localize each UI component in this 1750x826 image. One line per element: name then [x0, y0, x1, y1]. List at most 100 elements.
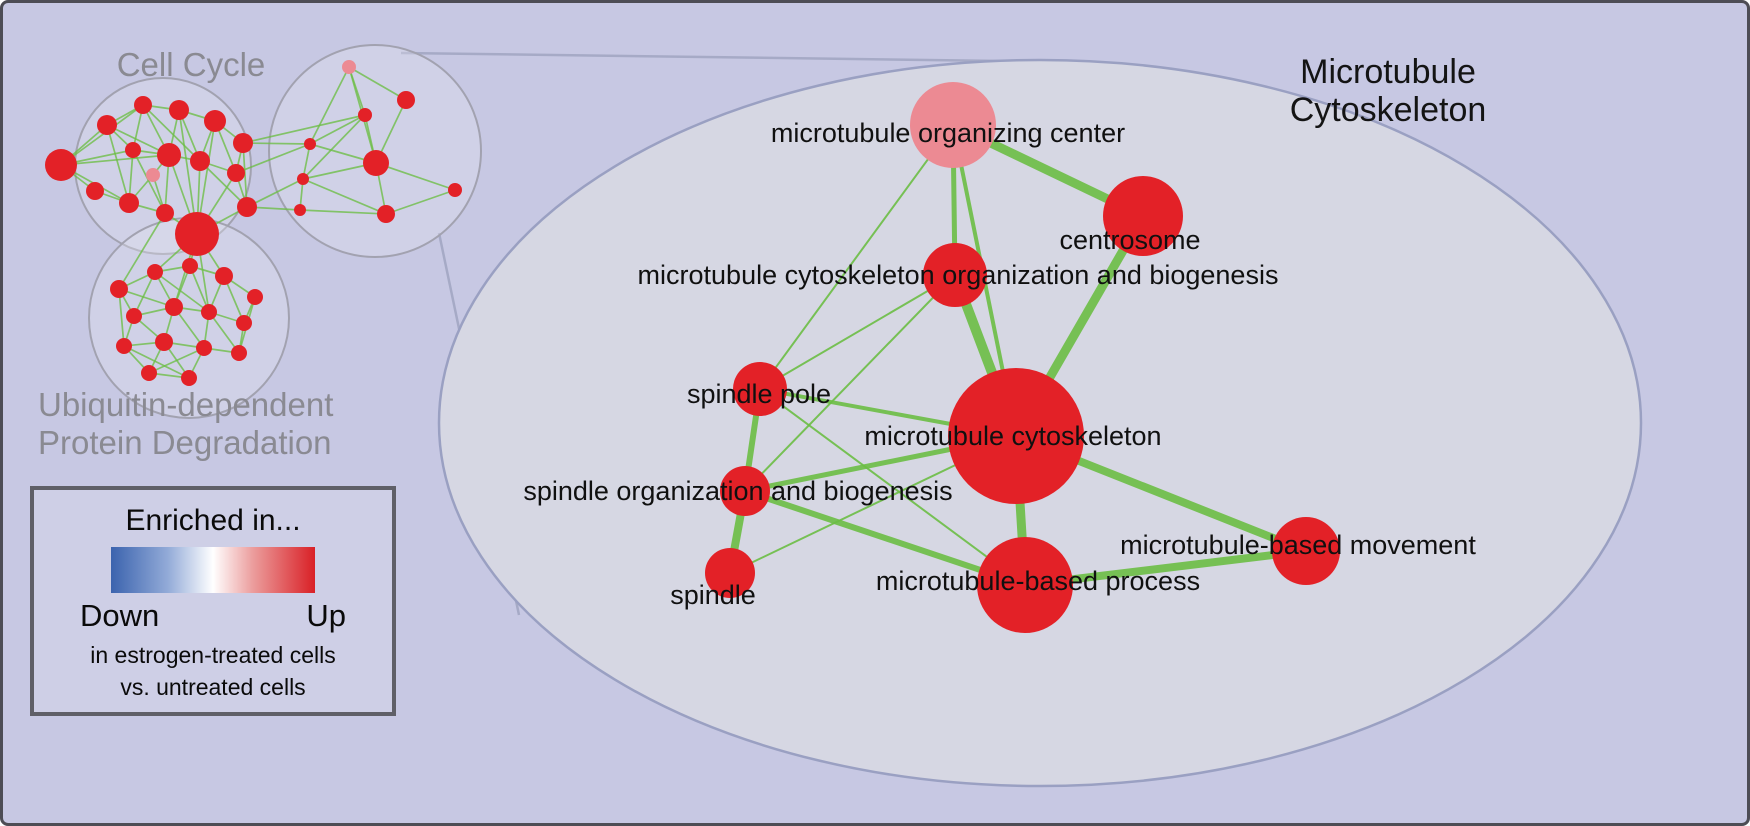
zoom-node-label-spindle: spindle: [670, 580, 756, 610]
overview-edge: [154, 271, 210, 313]
overview-node: [297, 173, 309, 185]
overview-edge: [148, 347, 205, 374]
overview-node: [196, 340, 212, 356]
overview-edge: [60, 154, 170, 166]
overview-edge: [242, 114, 366, 144]
overview-node: [126, 308, 142, 324]
overview-edge: [302, 114, 366, 180]
overview-edge: [118, 288, 125, 347]
zoom-node-mbp: [977, 537, 1073, 633]
overview-edge: [309, 66, 350, 145]
cluster-label-ubiquitin-line1: Ubiquitin-dependent: [38, 386, 333, 423]
zoom-node-labels: microtubule organizing center centrosome m…: [523, 118, 1476, 610]
zoom-title-line2: Cytoskeleton: [1290, 91, 1487, 129]
overview-node: [156, 204, 174, 222]
zoom-node-label-mctob: microtubule cytoskeleton organization an…: [638, 260, 1279, 290]
overview-edge: [132, 149, 166, 214]
overview-edge: [142, 104, 201, 162]
legend-note-line1: in estrogen-treated cells: [90, 642, 336, 668]
legend-gradient-bar: [111, 547, 315, 593]
overview-node: [182, 258, 198, 274]
zoom-node-moc: [910, 82, 996, 168]
zoom-node-mbm: [1272, 517, 1340, 585]
overview-node: [304, 138, 316, 150]
overview-node: [146, 168, 160, 182]
overview-edge: [348, 66, 407, 101]
overview-node: [147, 264, 163, 280]
overview-edge: [189, 265, 210, 313]
overview-node: [233, 133, 253, 153]
legend-note-line2: vs. untreated cells: [120, 674, 306, 701]
zoom-node-label-mct: microtubule cytoskeleton: [864, 421, 1161, 451]
overview-edge: [123, 345, 190, 379]
overview-node: [141, 365, 157, 381]
cluster-label-cell-cycle: Cell Cycle: [117, 46, 266, 83]
overview-node: [97, 115, 117, 135]
overview-edge: [385, 189, 456, 215]
legend-up-label: Up: [306, 598, 346, 633]
zoom-node-mct: [948, 368, 1084, 504]
overview-node: [181, 370, 197, 386]
zoom-node-spindle_pole: [733, 362, 787, 416]
overview-edge: [118, 288, 175, 308]
overview-edge: [199, 160, 248, 208]
zoom-edge-mctob-spindle_org: [744, 274, 956, 492]
overview-node: [119, 193, 139, 213]
overview-edge: [133, 271, 156, 317]
zoom-node-label-mbm: microtubule-based movement: [1120, 530, 1476, 560]
legend-title: Enriched in...: [125, 504, 301, 537]
zoom-nodes: [705, 82, 1340, 633]
overview-node: [116, 338, 132, 354]
zoom-node-label-moc: microtubule organizing center: [771, 118, 1125, 148]
zoom-node-label-spindle_org: spindle organization and biogenesis: [523, 476, 952, 506]
overview-node: [190, 151, 210, 171]
zoom-node-label-spindle_pole: spindle pole: [687, 379, 831, 409]
zoom-node-spindle: [705, 548, 755, 598]
overview-node: [377, 205, 395, 223]
zoom-node-mctob: [923, 243, 987, 307]
zoom-node-spindle_org: [720, 466, 770, 516]
overview-node: [110, 280, 128, 298]
overview-node: [45, 149, 77, 181]
cluster-label-ubiquitin-line2: Protein Degradation: [38, 424, 332, 461]
legend-box: Enriched in... Down Up in estrogen-treat…: [30, 486, 396, 716]
overview-edge: [246, 178, 304, 208]
overview-edge: [242, 142, 311, 145]
zoom-connector-top-line: [400, 51, 1004, 63]
overview-nodes: [45, 60, 462, 386]
overview-node: [236, 315, 252, 331]
overview-node: [342, 60, 356, 74]
zoom-edge-moc-spindle_pole: [759, 124, 954, 390]
legend-note: in estrogen-treated cells vs. untreated …: [90, 639, 335, 703]
overview-node: [169, 100, 189, 120]
overview-node: [155, 333, 173, 351]
overview-edge: [208, 311, 240, 354]
overview-node: [157, 143, 181, 167]
overview-node: [215, 267, 233, 285]
overview-edge: [235, 143, 311, 174]
overview-node: [204, 110, 226, 132]
overview-node: [247, 289, 263, 305]
legend-down-label: Down: [80, 598, 160, 633]
overview-edge: [118, 212, 166, 290]
overview-node: [231, 345, 247, 361]
zoom-edge-mctob-spindle_pole: [759, 274, 956, 390]
overview-node: [363, 150, 389, 176]
overview-node: [201, 304, 217, 320]
zoom-edge-spindle_org-mbp: [742, 488, 1028, 588]
overview-node: [227, 164, 245, 182]
overview-node: [86, 182, 104, 200]
overview-node: [125, 142, 141, 158]
network-canvas: microtubule organizing center centrosome m…: [38, 44, 1643, 788]
zoom-title-line1: Microtubule: [1300, 53, 1476, 91]
overview-node: [358, 108, 372, 122]
overview-edge: [60, 104, 144, 166]
overview-node: [294, 204, 306, 216]
zoom-node-label-centrosome: centrosome: [1059, 225, 1200, 255]
zoom-node-label-mbp: microtubule-based process: [876, 566, 1200, 596]
overview-edge: [299, 209, 387, 215]
overview-node: [165, 298, 183, 316]
overview-node: [397, 91, 415, 109]
overview-node: [175, 212, 219, 256]
